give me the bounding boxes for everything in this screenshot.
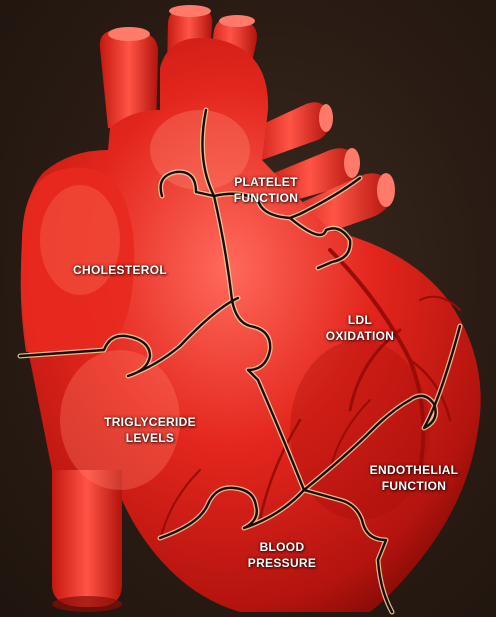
piece-label-endothelial-function: ENDOTHELIAL FUNCTION <box>350 462 478 494</box>
ldl-label-line1: LDL <box>300 312 420 328</box>
platelet-label-line2: FUNCTION <box>212 190 320 206</box>
endothelial-label-line2: FUNCTION <box>350 478 478 494</box>
triglyceride-label-line2: LEVELS <box>70 430 230 446</box>
blood-pressure-label-line2: PRESSURE <box>222 555 342 571</box>
endothelial-label-line1: ENDOTHELIAL <box>350 462 478 478</box>
piece-label-triglyceride-levels: TRIGLYCERIDE LEVELS <box>70 414 230 446</box>
ldl-label-line2: OXIDATION <box>300 328 420 344</box>
inferior-vessel <box>52 470 122 612</box>
cholesterol-label-line1: CHOLESTEROL <box>50 262 190 278</box>
piece-label-cholesterol: CHOLESTEROL <box>50 262 190 278</box>
triglyceride-label-line1: TRIGLYCERIDE <box>70 414 230 430</box>
platelet-label-line1: PLATELET <box>212 174 320 190</box>
piece-label-blood-pressure: BLOOD PRESSURE <box>222 539 342 571</box>
piece-label-platelet-function: PLATELET FUNCTION <box>212 174 320 206</box>
piece-label-ldl-oxidation: LDL OXIDATION <box>300 312 420 344</box>
blood-pressure-label-line1: BLOOD <box>222 539 342 555</box>
